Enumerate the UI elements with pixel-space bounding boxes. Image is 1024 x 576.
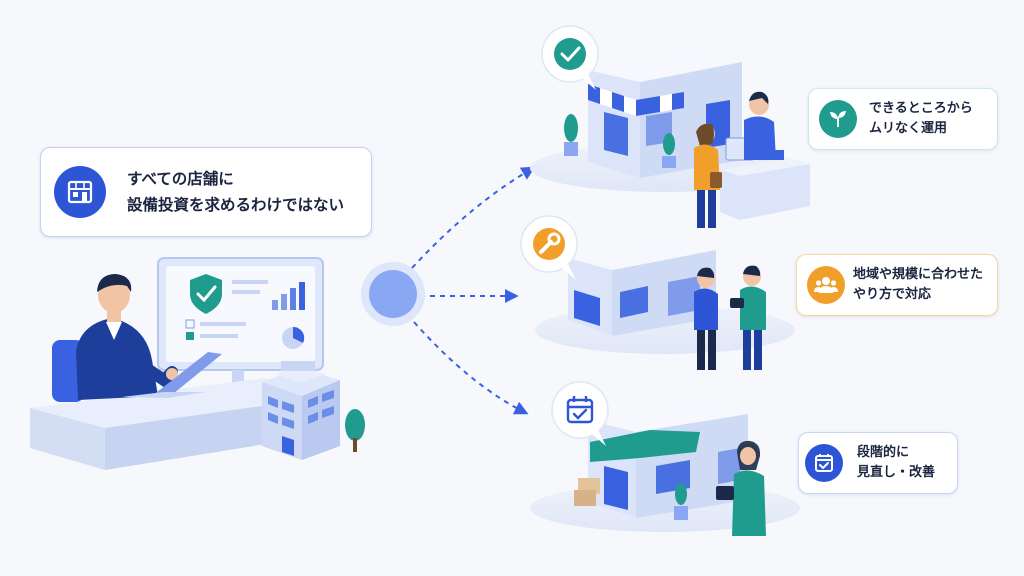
flow-arrows [411,166,536,415]
store-icon [54,166,106,218]
hub-node [369,270,417,318]
badge-calendar-bubble [551,381,609,446]
info-card-middle-line-1: 地域や規模に合わせた [853,267,984,282]
info-card-bottom-line-2: 見直し・改善 [857,465,936,480]
calendar-check-icon [566,396,594,424]
info-card-bottom-line-1: 段階的に [857,445,910,460]
sprout-icon [819,100,857,138]
badge-check-bubble [541,25,599,90]
info-card-bottom: 段階的に 見直し・改善 [798,432,958,494]
store-top-scene [530,52,810,228]
info-card-middle: 地域や規模に合わせた やり方で対応 [796,254,998,316]
badge-wrench-bubble [520,215,578,280]
main-message-line-2: 設備投資を求めるわけではない [127,196,345,214]
info-card-top-line-2: ムリなく運用 [869,121,948,136]
main-message-card: すべての店舗に 設備投資を求めるわけではない [40,147,372,237]
info-card-top: できるところから ムリなく運用 [808,88,998,150]
calendar-check-icon [805,444,843,482]
people-icon [807,266,845,304]
info-card-middle-line-2: やり方で対応 [853,287,932,302]
info-card-top-line-1: できるところから [869,101,973,116]
store-bottom-scene [530,404,800,536]
main-message-line-1: すべての店舗に [127,170,234,188]
check-icon [554,38,586,70]
office-scene [30,257,365,470]
store-middle-scene [535,240,795,370]
